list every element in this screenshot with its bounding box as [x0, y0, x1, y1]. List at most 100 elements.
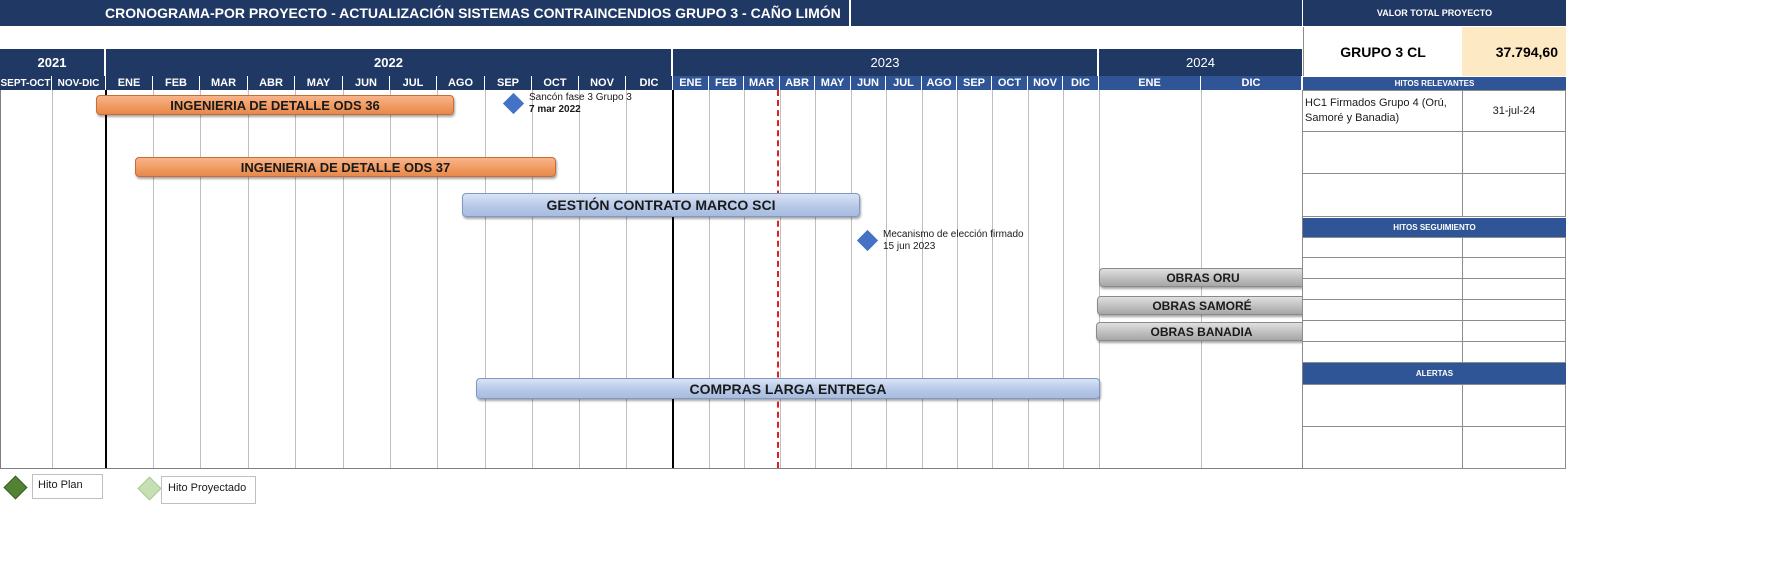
month-header: MAY — [815, 76, 851, 90]
month-header: JUN — [343, 76, 390, 90]
year-2021: 2021 — [0, 49, 105, 76]
alertas-header: ALERTAS — [1303, 363, 1566, 384]
hito-plan-legend-label: Hito Plan — [38, 479, 83, 491]
month-header: DIC — [1201, 76, 1302, 90]
grid-line — [922, 90, 923, 468]
month-header: AGO — [922, 76, 957, 90]
task-bar-ods-36[interactable]: INGENIERIA DE DETALLE ODS 36 — [96, 95, 454, 115]
grid-line — [1028, 90, 1029, 468]
task-bar-obras-banadia[interactable]: OBRAS BANADIA — [1096, 322, 1307, 341]
milestone-title: Sancón fase 3 Grupo 3 — [529, 92, 632, 103]
year-2023: 2023 — [673, 49, 1098, 76]
month-header: DIC — [1063, 76, 1099, 90]
hitos-seguimiento-header: HITOS SEGUIMIENTO — [1303, 218, 1566, 237]
month-header: MAR — [744, 76, 780, 90]
hito-seguimiento-cell — [1462, 320, 1566, 342]
month-header: DIC — [626, 76, 673, 90]
grid-line — [295, 90, 296, 468]
hito-seguimiento-cell — [1302, 320, 1463, 342]
hito-proyectado-legend-icon — [137, 476, 162, 501]
milestone-title: Mecanismo de elección firmado — [883, 229, 1024, 240]
month-header: NOV — [1028, 76, 1063, 90]
valor-total-label: VALOR TOTAL PROYECTO — [1303, 0, 1566, 26]
hito-relevante-cell — [1302, 131, 1463, 174]
milestone-date: 15 jun 2023 — [883, 241, 936, 252]
hito-plan-legend-box — [32, 474, 103, 499]
month-header: JUL — [390, 76, 437, 90]
page-title: CRONOGRAMA-POR PROYECTO - ACTUALIZACIÓN … — [105, 5, 841, 21]
month-header: ABR — [248, 76, 295, 90]
grid-line — [153, 90, 154, 468]
grid-line — [886, 90, 887, 468]
month-header: SEP — [957, 76, 992, 90]
grid-line — [780, 90, 781, 468]
month-header: ENE — [106, 76, 153, 90]
project-value: 37.794,60 — [1462, 27, 1566, 76]
grid-line — [1063, 90, 1064, 468]
month-header: ABR — [780, 76, 815, 90]
alerta-cell — [1462, 384, 1566, 427]
year-2022: 2022 — [106, 49, 672, 76]
hito-seguimiento-cell — [1462, 341, 1566, 363]
grid-line — [437, 90, 438, 468]
alerta-cell — [1302, 426, 1463, 469]
grid-line — [485, 90, 486, 468]
hito-relevante-text: HC1 Firmados Grupo 4 (Orú, Samoré y Bana… — [1305, 97, 1447, 124]
year-divider-line — [672, 90, 674, 468]
hitos-relevantes-header: HITOS RELEVANTES — [1303, 77, 1566, 90]
month-header: NOV — [579, 76, 626, 90]
hito-seguimiento-cell — [1302, 278, 1463, 300]
hito-seguimiento-cell — [1462, 278, 1566, 300]
title-bar-right — [851, 0, 1302, 26]
task-bar-obras-oru[interactable]: OBRAS ORU — [1099, 268, 1307, 287]
hito-seguimiento-cell — [1302, 257, 1463, 279]
task-bar-gestion-contrato[interactable]: GESTIÓN CONTRATO MARCO SCI — [462, 193, 860, 217]
month-header: AGO — [437, 76, 485, 90]
hito-relevante-cell — [1462, 173, 1566, 217]
hito-plan-legend-icon — [3, 475, 28, 500]
year-2024: 2024 — [1099, 49, 1302, 76]
hito-proyectado-legend-box — [161, 476, 256, 504]
hito-seguimiento-cell — [1462, 299, 1566, 321]
hito-seguimiento-cell — [1302, 237, 1463, 258]
grid-line — [957, 90, 958, 468]
task-bar-obras-samore[interactable]: OBRAS SAMORÉ — [1097, 296, 1307, 315]
hito-seguimiento-cell — [1302, 299, 1463, 321]
month-header: MAY — [295, 76, 343, 90]
grid-line — [52, 90, 53, 468]
year-divider-line — [105, 90, 107, 468]
title-bar — [0, 0, 850, 26]
today-line — [777, 90, 779, 468]
grid-line — [851, 90, 852, 468]
grid-line — [815, 90, 816, 468]
hito-relevante-cell — [1302, 173, 1463, 217]
month-header: ENE — [673, 76, 709, 90]
hito-seguimiento-cell — [1302, 341, 1463, 363]
grid-line — [343, 90, 344, 468]
month-header: OCT — [992, 76, 1028, 90]
month-header: ENE — [1099, 76, 1201, 90]
month-header: JUN — [851, 76, 886, 90]
milestone-date: 7 mar 2022 — [529, 104, 581, 115]
month-header: JUL — [886, 76, 922, 90]
hito-relevante-cell — [1462, 131, 1566, 174]
task-bar-ods-37[interactable]: INGENIERIA DE DETALLE ODS 37 — [135, 157, 556, 177]
month-header: OCT — [532, 76, 579, 90]
hito-relevante-date: 31-jul-24 — [1462, 90, 1566, 132]
grid-line — [532, 90, 533, 468]
hito-proyectado-legend-label: Hito Proyectado — [168, 482, 247, 494]
month-header: FEB — [709, 76, 744, 90]
project-name: GRUPO 3 CL — [1303, 27, 1462, 76]
grid-line — [709, 90, 710, 468]
month-header: NOV-DIC — [52, 76, 106, 90]
grid-line — [390, 90, 391, 468]
grid-line — [626, 90, 627, 468]
hito-seguimiento-cell — [1462, 257, 1566, 279]
alerta-cell — [1302, 384, 1463, 427]
hito-seguimiento-cell — [1462, 237, 1566, 258]
month-header: SEP — [485, 76, 532, 90]
grid-line — [744, 90, 745, 468]
month-header: MAR — [200, 76, 248, 90]
grid-line — [200, 90, 201, 468]
task-bar-compras-larga-entrega[interactable]: COMPRAS LARGA ENTREGA — [476, 378, 1100, 399]
